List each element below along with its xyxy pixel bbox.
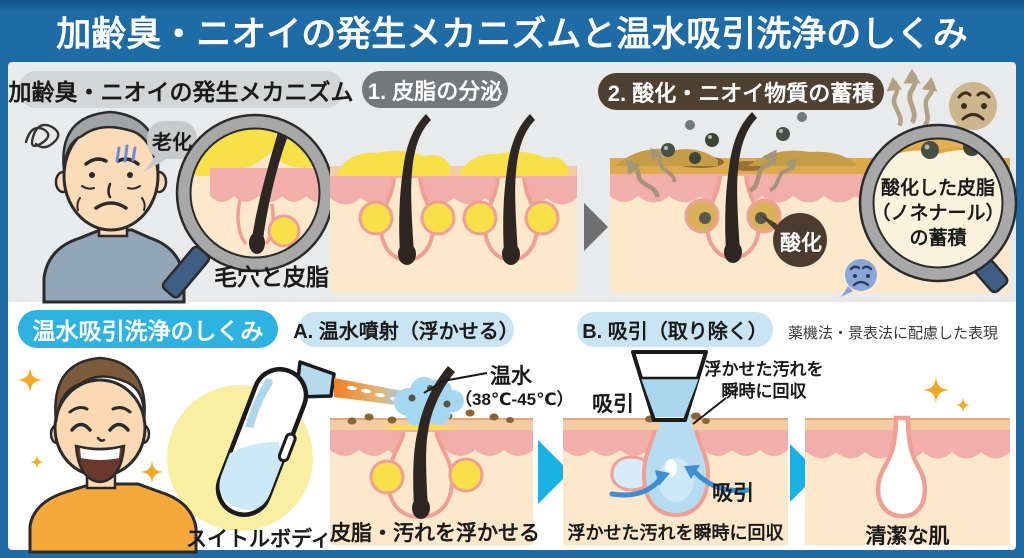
device-name-label: スイトルボディ <box>186 528 332 551</box>
title-banner: 加齢臭・ニオイの発生メカニズムと温水吸引洗浄のしくみ <box>0 0 1024 62</box>
aging-bubble-label: 老化 <box>152 132 192 154</box>
compliance-note: 薬機法・景表法に配慮した表現 <box>788 325 999 342</box>
warm-water-label: 温水 <box>490 365 532 388</box>
method-header-pill: 温水吸引洗浄のしくみ <box>18 310 278 348</box>
mechanism-header-pill: 加齢臭・ニオイの発生メカニズム <box>9 71 354 108</box>
step1-pill: 1. 皮脂の分泌 <box>362 71 508 108</box>
oxidation-bubble-label: 酸化 <box>780 232 822 255</box>
step2-pill: 2. 酸化・ニオイ物質の蓄積 <box>598 73 884 110</box>
magnifier2-caption: 酸化した皮脂 （ノネナール） の蓄積 <box>871 178 1005 249</box>
warm-water-temp-label: （38℃-45℃） <box>455 390 574 409</box>
suction-label: 吸引 <box>592 393 634 416</box>
panel-a-caption: 皮脂・汚れを浮かせる <box>330 522 540 545</box>
suction-note: 浮かせた汚れを 瞬時に回収 <box>704 360 824 401</box>
page-title: 加齢臭・ニオイの発生メカニズムと温水吸引洗浄のしくみ <box>56 14 968 54</box>
step-a-pill: A. 温水噴射（浮かせる） <box>293 312 519 347</box>
panel-c-caption: 清潔な肌 <box>865 525 950 548</box>
panel-b-caption: 浮かせた汚れを瞬時に回収 <box>567 523 784 543</box>
suction-inner-label: 吸引 <box>712 482 754 505</box>
step-b-pill: B. 吸引（取り除く） <box>577 312 773 347</box>
magnifier1-caption: 毛穴と皮脂 <box>214 264 329 290</box>
